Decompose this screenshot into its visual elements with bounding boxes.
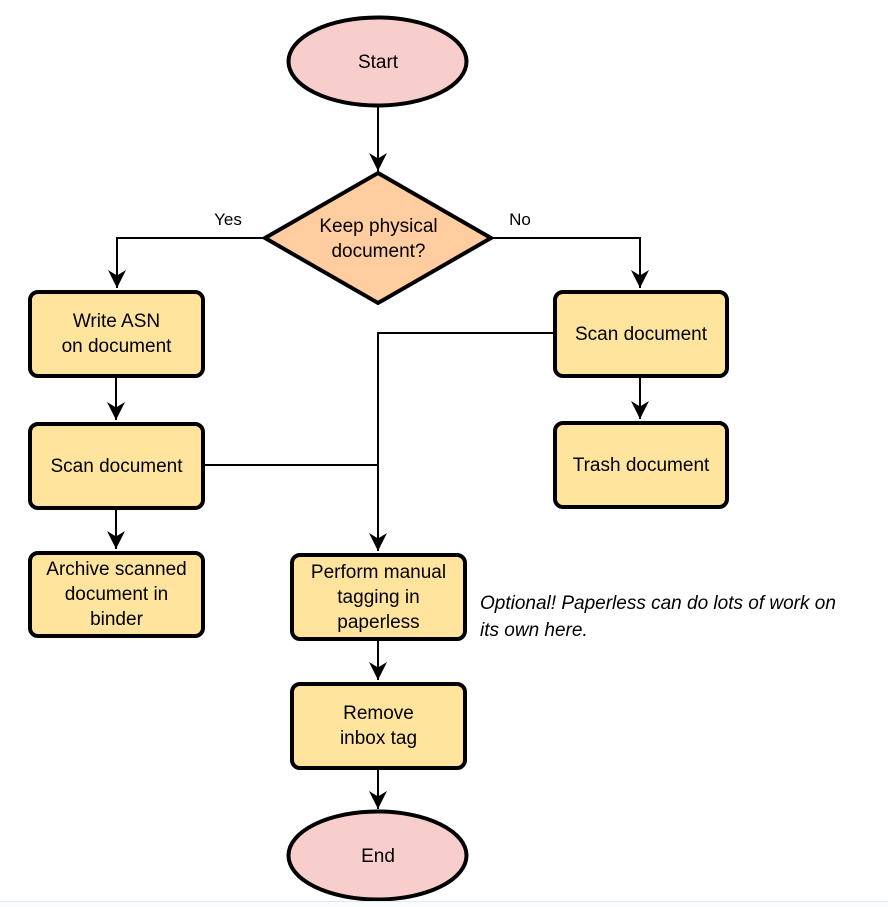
node-end: End (361, 845, 395, 867)
decision-diamond-shape (260, 170, 496, 306)
node-start: Start (357, 51, 399, 73)
optional-note: Optional! Paperless can do lots of work … (480, 593, 836, 641)
edge-label-yes: Yes (214, 210, 242, 229)
node-trash-document: Trash document (553, 421, 729, 509)
node-write-asn: Write ASN on document (28, 290, 205, 378)
node-archive-in-binder: Archive scanned document in binder (28, 551, 205, 638)
node-decision: Keep physical document? (319, 215, 438, 262)
node-scan-document-right: Scan document (553, 290, 729, 378)
node-manual-tagging: Perform manual tagging in paperless (290, 553, 467, 641)
edge-decision-yes-to-write-asn (108, 237, 265, 288)
end-terminator-shape (286, 809, 469, 902)
node-remove-inbox-tag: Remove inbox tag (290, 682, 467, 770)
edge-scan-right-to-tagging (369, 332, 553, 551)
page-bottom-edge (0, 901, 888, 907)
start-terminator-shape (286, 15, 469, 108)
node-scan-document-left: Scan document (28, 422, 205, 510)
edge-decision-no-to-scan-right (491, 237, 649, 288)
edge-label-no: No (509, 210, 531, 229)
